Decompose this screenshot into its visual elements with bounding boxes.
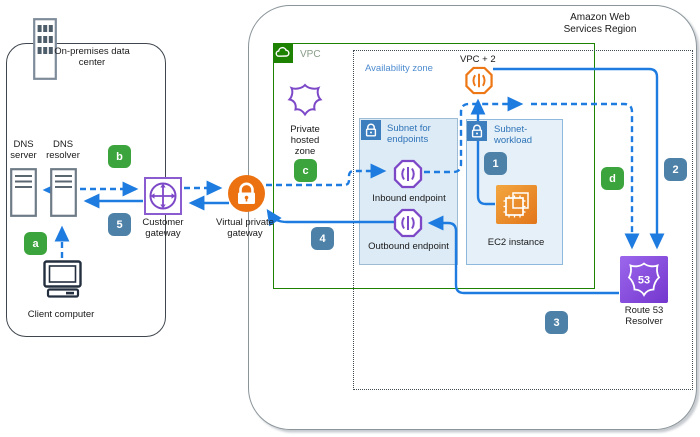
badge-c: c xyxy=(294,159,317,182)
subnet-endpoints-lock-icon xyxy=(361,120,381,140)
badge-2: 2 xyxy=(664,158,687,181)
badge-1: 1 xyxy=(484,152,507,175)
customer-gateway-icon xyxy=(144,177,182,215)
virtual-private-gateway-label: Virtual private gateway xyxy=(216,217,274,239)
vpc-label: VPC xyxy=(300,49,321,60)
availability-zone-label: Availability zone xyxy=(365,63,433,74)
client-computer-label: Client computer xyxy=(27,309,95,320)
outbound-endpoint-label: Outbound endpoint xyxy=(368,241,449,252)
outbound-endpoint-icon xyxy=(393,208,423,238)
building-icon xyxy=(33,18,57,80)
badge-a: a xyxy=(24,232,47,255)
route53-number: 53 xyxy=(638,275,650,287)
client-computer-icon xyxy=(43,260,83,298)
dns-server-icon xyxy=(10,168,37,217)
dns-resolver-label: DNS resolver xyxy=(46,139,80,161)
route53-resolver-label: Route 53 Resolver xyxy=(624,305,664,327)
badge-4: 4 xyxy=(311,227,334,250)
inbound-endpoint-label: Inbound endpoint xyxy=(372,193,446,204)
inbound-endpoint-icon xyxy=(393,159,423,189)
dns-server-label: DNS server xyxy=(10,139,37,161)
aws-region-box xyxy=(248,5,697,430)
badge-5: 5 xyxy=(108,213,131,236)
badge-d: d xyxy=(601,167,624,190)
ec2-instance-label: EC2 instance xyxy=(487,237,545,248)
region-title: Amazon Web Services Region xyxy=(563,12,637,35)
vpc-plus-2-icon xyxy=(464,66,494,95)
ec2-instance-icon xyxy=(496,185,537,224)
private-hosted-zone-label: Private hosted zone xyxy=(290,124,320,157)
badge-3: 3 xyxy=(545,311,568,334)
vpc-cloud-icon xyxy=(273,43,293,63)
subnet-endpoints-label: Subnet for endpoints xyxy=(387,123,431,145)
subnet-workload-lock-icon xyxy=(467,121,487,141)
on-premises-title: On-premises data center xyxy=(54,46,130,68)
vpc-plus-2-label: VPC + 2 xyxy=(460,54,496,65)
private-hosted-zone-icon xyxy=(287,83,323,117)
subnet-workload-label: Subnet- workload xyxy=(494,124,533,146)
virtual-private-gateway-icon xyxy=(227,174,266,213)
route53-resolver-icon: 53 xyxy=(620,256,668,303)
badge-b: b xyxy=(108,145,131,168)
dns-resolver-icon xyxy=(50,168,77,217)
customer-gateway-label: Customer gateway xyxy=(142,217,184,239)
